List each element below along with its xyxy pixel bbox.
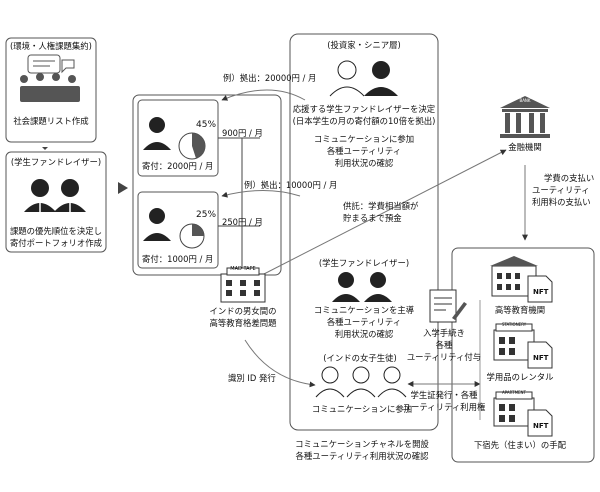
- service-university: 高等教育機関: [494, 305, 546, 315]
- school-line-1: インドの男女間の: [209, 306, 277, 316]
- bank-pay-1: 学費の支払い: [544, 173, 595, 183]
- id-issue-label: 識別 ID 発行: [228, 373, 276, 383]
- india-students-caption: コミュニケーションに参加: [311, 404, 413, 414]
- channel-line-2: 各種ユーティリティ利用状況の確認: [295, 451, 429, 461]
- student-id-line-2: ユーティリティ利用権: [402, 402, 486, 412]
- nft-badge-icons: [527, 275, 553, 437]
- channel-line-1: コミュニケーションチャネルを開設: [295, 439, 429, 449]
- meeting-icon: [20, 54, 80, 102]
- india-students-title: (インドの女子生徒): [323, 353, 397, 363]
- investor-region: [289, 33, 439, 431]
- document-pen-icon: [429, 289, 467, 323]
- issue-collection-title: (環境・人権課題集約): [10, 41, 92, 51]
- apartment-icon: [493, 391, 535, 427]
- student-icon-bottom: [143, 208, 171, 241]
- services-box: [451, 247, 595, 463]
- deposit-line-1: 供託：学費相当額が: [343, 201, 419, 211]
- deposit-arrow: [261, 149, 507, 276]
- fundraiser-mid-line-2: 各種ユーティリティ: [326, 317, 402, 327]
- fundraiser-mid-title: (学生ファンドレイザー): [318, 258, 410, 268]
- fundraiser-caption-1: 課題の優先順位を決定し: [9, 226, 103, 236]
- stationery-sign: STATIONERY: [501, 322, 527, 327]
- allocation-bottom: 250円 / 月: [222, 217, 263, 227]
- investors-line-5: 利用状況の確認: [334, 158, 394, 168]
- example-contribution-2: 例）拠出：10000円 / 月: [244, 180, 338, 190]
- nft-label-1: NFT: [533, 288, 549, 296]
- two-students-icon: [24, 179, 86, 212]
- percentage-top: 45%: [196, 120, 217, 130]
- bank-label: 金融機関: [508, 142, 542, 152]
- nft-label-3: NFT: [533, 422, 549, 430]
- apartment-sign: APARTMENT: [502, 390, 526, 395]
- student-id-line-1: 学生証発行・各種: [410, 390, 478, 400]
- enrollment-line-1: 入学手続き: [423, 328, 465, 338]
- fundraiser-title: (学生ファンドレイザー): [10, 157, 102, 167]
- service-housing: 下宿先（住まい）の手配: [473, 440, 567, 450]
- donation-bottom: 寄付：1000円 / 月: [142, 254, 214, 264]
- bank-pay-2: ユーティリティ: [532, 185, 590, 195]
- percentage-bottom: 25%: [196, 210, 217, 220]
- india-students-icons: [315, 366, 407, 398]
- fundraiser-mid-line-3: 利用状況の確認: [334, 329, 394, 339]
- enrollment-line-2: 各種: [435, 340, 453, 350]
- flow-arrow-2: [118, 182, 128, 194]
- nft-label-2: NFT: [533, 354, 549, 362]
- donation-top: 寄付：2000円 / 月: [142, 161, 214, 171]
- contribution-arrow-2: [221, 190, 301, 198]
- bank-sign: BANK: [519, 98, 531, 103]
- school-line-2: 高等教育格差問題: [209, 318, 277, 328]
- school-sign: MAD TAPE: [230, 266, 256, 272]
- pie-chart-icon-bottom: [179, 223, 205, 249]
- deposit-line-2: 貯まるまで預金: [343, 213, 402, 223]
- allocation-top: 900円 / 月: [222, 128, 263, 138]
- investors-title: (投資家・シニア層): [327, 40, 401, 50]
- issue-list-caption: 社会課題リスト作成: [13, 116, 89, 126]
- example-contribution-1: 例）拠出：20000円 / 月: [223, 73, 317, 83]
- contribution-arrow-1: [221, 89, 306, 101]
- investors-icon: [329, 60, 398, 97]
- flow-arrow-1: [42, 147, 48, 150]
- bank-pay-3: 利用料の支払い: [532, 197, 591, 207]
- fundraiser-caption-2: 寄付ポートフォリオ作成: [9, 238, 103, 248]
- investors-line-1: 応援する学生ファンドレイザーを決定: [292, 104, 436, 114]
- investors-line-2: (日本学生の月の寄付額の10倍を拠出): [292, 116, 436, 126]
- fundraiser-mid-line-1: コミュニケーションを主導: [313, 305, 415, 315]
- pie-chart-icon-top: [178, 132, 206, 160]
- id-issue-arrow: [244, 339, 316, 388]
- student-fundraiser-box: [5, 151, 107, 253]
- fundraiser-icons: [332, 272, 392, 302]
- investors-line-3: コミュニケーションに参加: [313, 134, 415, 144]
- bank-icon: [500, 96, 550, 138]
- student-icon-top: [143, 117, 171, 150]
- enrollment-line-3: ユーティリティ付与: [406, 352, 482, 362]
- investors-line-4: 各種ユーティリティ: [326, 146, 402, 156]
- school-building-icon: [220, 267, 266, 303]
- service-stationery: 学用品のレンタル: [486, 372, 554, 382]
